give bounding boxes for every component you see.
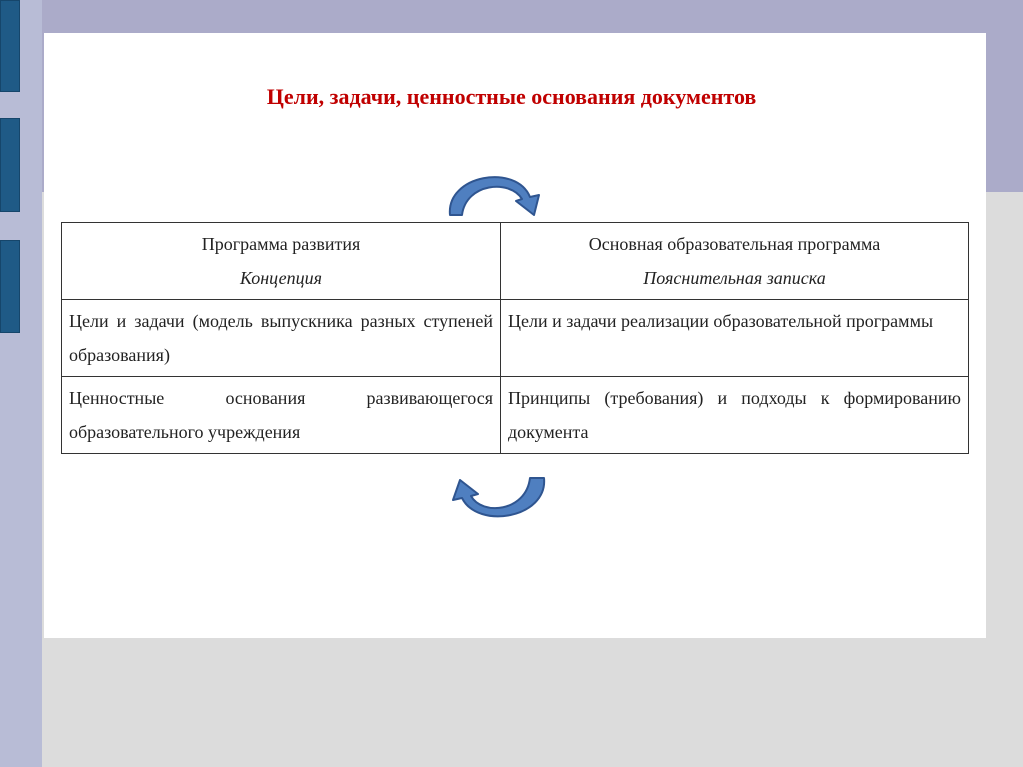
header-cell-right: Основная образовательная программа Поясн… — [500, 222, 969, 300]
comparison-table: Программа развития Концепция Основная об… — [61, 222, 969, 454]
table-row: Ценностные основания развивающегося обра… — [61, 376, 969, 454]
header-right-subtitle: Пояснительная записка — [643, 268, 826, 288]
side-tab-2 — [0, 118, 20, 212]
table-cell-left: Цели и задачи (модель выпускника разных … — [61, 299, 501, 377]
header-cell-left: Программа развития Концепция — [61, 222, 501, 300]
left-decorative-strip — [0, 0, 42, 767]
slide-title: Цели, задачи, ценностные основания докум… — [266, 84, 757, 109]
table-cell-right: Принципы (требования) и подходы к формир… — [500, 376, 969, 454]
header-left-title: Программа развития — [201, 234, 361, 254]
table-cell-left: Ценностные основания развивающегося обра… — [61, 376, 501, 454]
side-tab-3 — [0, 240, 20, 333]
header-left-subtitle: Концепция — [239, 268, 322, 288]
table-row: Цели и задачи (модель выпускника разных … — [61, 299, 969, 377]
curved-arrow-counterclockwise-icon — [452, 477, 546, 518]
table-header-row: Программа развития Концепция Основная об… — [61, 222, 969, 300]
header-right-title: Основная образовательная программа — [588, 234, 881, 254]
side-tab-1 — [0, 0, 20, 92]
curved-arrow-clockwise-icon — [448, 176, 540, 216]
table-cell-right: Цели и задачи реализации образовательной… — [500, 299, 969, 377]
